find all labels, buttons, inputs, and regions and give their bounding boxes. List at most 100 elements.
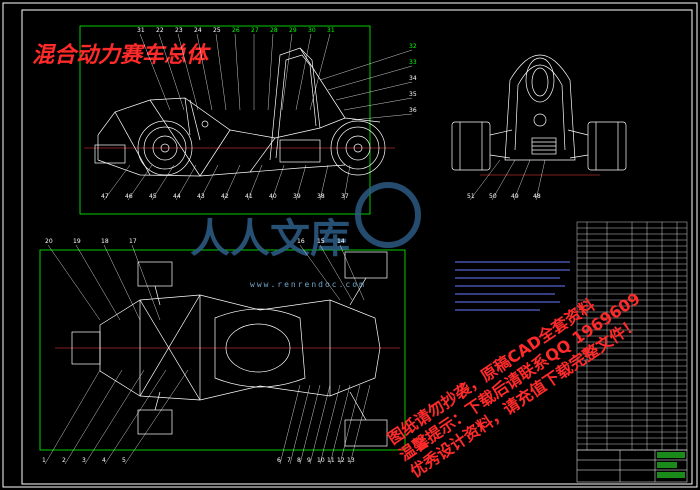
front-bottom-label-3: 48 xyxy=(533,193,541,200)
promo-line-2: 温馨提示：下载后请联系QQ 1969609 xyxy=(395,289,644,466)
side-top-label-1: 22 xyxy=(156,27,164,34)
side-right-label-3: 35 xyxy=(409,91,417,98)
top-view-wheel-front-lower xyxy=(344,419,388,447)
front-view-right-wheel xyxy=(587,121,627,171)
side-bottom-label-1: 46 xyxy=(125,193,133,200)
side-top-label-6: 27 xyxy=(251,27,259,34)
side-top-label-9-leader xyxy=(295,33,312,111)
front-bottom-label-0-leader xyxy=(469,159,501,201)
top-left-label-3: 17 xyxy=(129,238,137,245)
bottom-right-label-5: 11 xyxy=(327,457,335,464)
bottom-left-label-3: 4 xyxy=(102,457,106,464)
bottom-left-label-2-leader xyxy=(84,369,145,465)
front-view-left-wheel xyxy=(451,121,491,171)
bottom-right-label-7-leader xyxy=(349,384,371,465)
bottom-left-label-2: 3 xyxy=(82,457,86,464)
bottom-right-label-2: 8 xyxy=(297,457,301,464)
side-top-label-7: 28 xyxy=(270,27,278,34)
bottom-right-label-6: 12 xyxy=(337,457,345,464)
side-right-label-0: 32 xyxy=(409,43,417,50)
side-bottom-label-7: 40 xyxy=(269,193,277,200)
side-right-label-1-leader xyxy=(327,65,413,91)
bottom-right-label-0-leader xyxy=(279,384,301,465)
top-right-label-1-leader xyxy=(319,244,353,301)
side-right-label-0-leader xyxy=(319,49,413,81)
front-bottom-label-2-leader xyxy=(513,159,531,201)
side-top-label-3: 24 xyxy=(194,27,202,34)
top-right-label-0-leader xyxy=(299,244,341,301)
top-view-wheel-front-upper xyxy=(344,251,388,279)
watermark-url: www.renrendoc.com xyxy=(250,280,366,289)
front-bottom-label-1-leader xyxy=(491,159,516,201)
front-view xyxy=(451,54,627,176)
side-bottom-label-8-leader xyxy=(295,164,307,201)
title-block xyxy=(576,449,688,483)
top-right-label-2-leader xyxy=(339,244,365,301)
side-bottom-label-3: 44 xyxy=(173,193,181,200)
side-top-label-1-leader xyxy=(158,33,185,111)
side-top-label-2-leader xyxy=(177,33,199,111)
side-bottom-label-7-leader xyxy=(271,164,285,201)
side-bottom-label-10: 37 xyxy=(341,193,349,200)
side-bottom-label-4: 43 xyxy=(197,193,205,200)
side-right-label-2: 34 xyxy=(409,75,417,82)
side-top-label-7-leader xyxy=(267,33,274,111)
top-left-label-0: 20 xyxy=(45,238,53,245)
technical-notes xyxy=(455,261,570,311)
top-view xyxy=(55,251,400,447)
top-view-wheel-rear-lower xyxy=(137,409,173,435)
top-left-label-2-leader xyxy=(103,244,141,321)
top-view-frame xyxy=(39,249,406,451)
side-top-label-4: 25 xyxy=(213,27,221,34)
side-top-label-9: 30 xyxy=(308,27,316,34)
side-top-label-2: 23 xyxy=(175,27,183,34)
bottom-right-label-0: 6 xyxy=(277,457,281,464)
top-right-label-1: 15 xyxy=(317,238,325,245)
side-bottom-label-2-leader xyxy=(151,164,175,201)
side-bottom-label-5-leader xyxy=(223,164,241,201)
side-bottom-label-2: 45 xyxy=(149,193,157,200)
side-top-label-5-leader xyxy=(234,33,241,111)
bottom-right-label-2-leader xyxy=(299,384,321,465)
side-view-frame xyxy=(79,25,371,215)
bottom-right-label-7: 13 xyxy=(347,457,355,464)
front-bottom-label-2: 49 xyxy=(511,193,519,200)
top-right-label-2: 14 xyxy=(337,238,345,245)
side-right-label-4-leader xyxy=(351,113,413,121)
bottom-left-label-4: 5 xyxy=(122,457,126,464)
top-left-label-3-leader xyxy=(131,244,161,321)
rear-wheel-side xyxy=(137,120,193,176)
side-right-label-4: 36 xyxy=(409,107,417,114)
bottom-left-label-1: 2 xyxy=(62,457,66,464)
side-top-label-10-leader xyxy=(309,33,331,111)
side-bottom-label-6-leader xyxy=(247,164,263,201)
side-top-label-8: 29 xyxy=(289,27,297,34)
bottom-right-label-3: 9 xyxy=(307,457,311,464)
side-right-label-1: 33 xyxy=(409,59,417,66)
bottom-right-label-6-leader xyxy=(339,384,361,465)
bottom-left-label-3-leader xyxy=(104,369,167,465)
front-wheel-side xyxy=(330,120,386,176)
side-top-label-4-leader xyxy=(215,33,227,111)
bottom-right-label-4-leader xyxy=(319,384,341,465)
top-view-wheel-rear-upper xyxy=(137,261,173,287)
bottom-right-label-4: 10 xyxy=(317,457,325,464)
side-top-label-10: 31 xyxy=(327,27,335,34)
side-bottom-label-1-leader xyxy=(127,164,153,201)
bottom-right-label-5-leader xyxy=(329,384,351,465)
side-top-label-0-leader xyxy=(139,33,171,111)
side-top-label-3-leader xyxy=(196,33,213,111)
side-bottom-label-10-leader xyxy=(343,164,351,201)
top-left-label-1-leader xyxy=(75,244,121,321)
side-bottom-label-3-leader xyxy=(175,164,197,201)
top-left-label-1: 19 xyxy=(73,238,81,245)
top-left-label-2: 18 xyxy=(101,238,109,245)
side-bottom-label-0: 47 xyxy=(101,193,109,200)
bottom-left-label-1-leader xyxy=(64,369,123,465)
bottom-left-label-0-leader xyxy=(44,369,101,465)
top-left-label-0-leader xyxy=(47,244,101,321)
top-right-label-0: 16 xyxy=(297,238,305,245)
